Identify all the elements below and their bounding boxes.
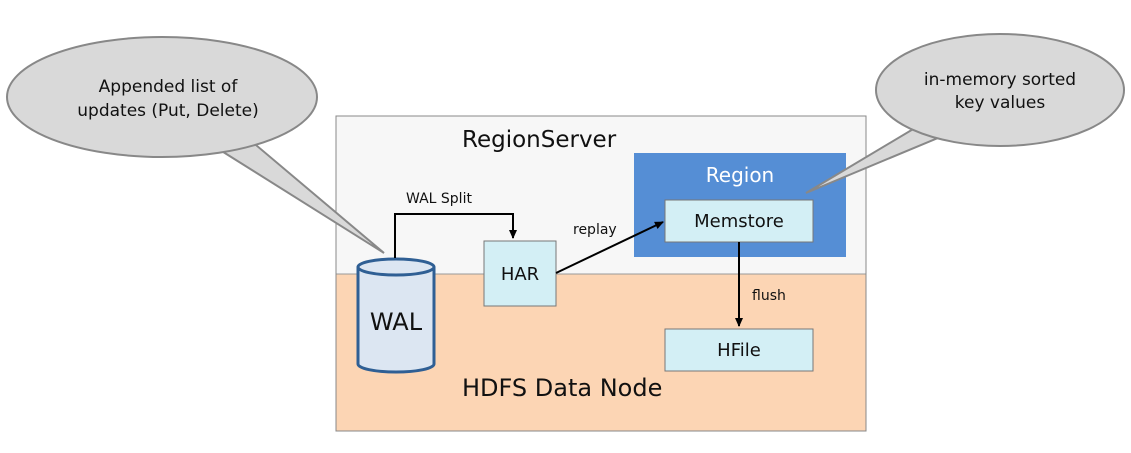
callout-right: in-memory sorted key values [805,33,1125,194]
callout-left: Appended list of updates (Put, Delete) [6,36,385,254]
memstore-label: Memstore [694,211,784,232]
callout-left-line2: updates (Put, Delete) [77,101,258,121]
hfile-label: HFile [717,340,761,361]
wal-cylinder: WAL [356,257,436,374]
replay-label: replay [573,222,617,238]
replay-arrow [555,221,664,274]
flush-label: flush [752,288,786,304]
region-title: Region [706,163,774,187]
wal-split-arrow [394,213,517,258]
memstore-node: Memstore [664,199,814,243]
callout-right-line2: key values [955,93,1046,113]
hfile-node: HFile [664,328,814,372]
har-label: HAR [501,264,539,285]
regionserver-title: RegionServer [462,127,617,153]
har-node: HAR [483,240,557,307]
wal-split-label: WAL Split [406,191,472,207]
datanode-title: HDFS Data Node [462,374,662,402]
callout-right-line1: in-memory sorted [924,70,1076,90]
callout-left-line1: Appended list of [99,77,239,97]
wal-label: WAL [370,308,423,336]
